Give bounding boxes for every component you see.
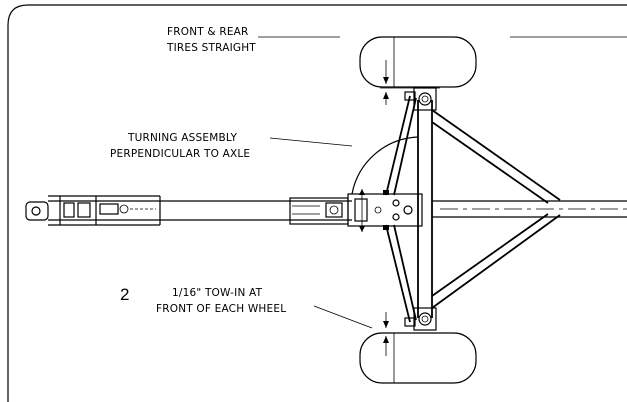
callout-front-rear-tires: FRONT & REAR TIRES STRAIGHT <box>166 26 627 54</box>
callout-tow-in: 2 1/16" TOW-IN AT FRONT OF EACH WHEEL <box>120 285 373 329</box>
callout-front-rear-line2: TIRES STRAIGHT <box>166 42 256 54</box>
callout-turning-line1: TURNING ASSEMBLY <box>127 132 238 144</box>
tie-rods <box>385 91 417 327</box>
axle-frame <box>413 87 627 331</box>
tow-bar <box>25 189 423 232</box>
callout-front-rear-line1: FRONT & REAR <box>167 26 249 38</box>
step-number: 2 <box>120 285 129 304</box>
callout-turning-line2: PERPENDICULAR TO AXLE <box>110 148 250 160</box>
front-tire <box>359 36 477 105</box>
rear-tire <box>359 312 477 384</box>
turning-arc <box>351 136 419 195</box>
callout-turning-assembly: TURNING ASSEMBLY PERPENDICULAR TO AXLE <box>110 132 353 160</box>
callout-tow-in-line2: FRONT OF EACH WHEEL <box>156 303 286 315</box>
drawing-border <box>7 4 627 402</box>
callout-tow-in-line1: 1/16" TOW-IN AT <box>172 287 263 299</box>
